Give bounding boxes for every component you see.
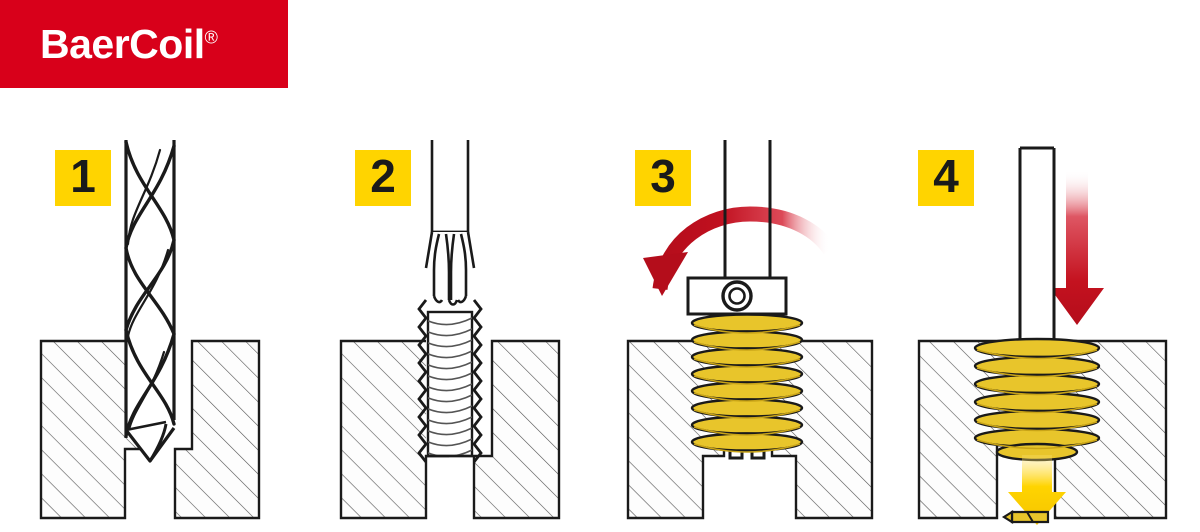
step-badge-2: 2 — [355, 150, 411, 206]
step-1-drill-hole: 1 — [0, 0, 300, 532]
step-badge-1: 1 — [55, 150, 111, 206]
material-block-right — [472, 339, 561, 520]
broken-tang-icon — [1001, 510, 1050, 524]
registered-trademark-icon: ® — [204, 26, 218, 47]
wire-thread-insert-icon — [973, 337, 1101, 462]
rotation-arrow-red — [643, 206, 837, 296]
step-badge-2-label: 2 — [370, 150, 396, 202]
down-arrow-yellow — [1008, 455, 1066, 525]
wire-thread-insert-icon — [690, 313, 804, 453]
step-3-install-insert: 3 — [600, 0, 900, 532]
brand-name: BaerCoil — [40, 20, 205, 67]
step-badge-3: 3 — [635, 150, 691, 206]
logo-banner: BaerCoil® — [0, 0, 288, 88]
step-badge-4-label: 4 — [933, 150, 959, 202]
material-block-right — [173, 339, 261, 520]
thread-tap-icon — [417, 140, 483, 463]
brand-logo: BaerCoil® — [40, 20, 218, 67]
step-4-break-off-tang: 4 — [900, 0, 1200, 532]
step-badge-1-label: 1 — [70, 150, 96, 202]
material-block-right — [770, 339, 874, 520]
step-badge-4: 4 — [918, 150, 974, 206]
step-2-cut-thread: 2 — [300, 0, 600, 532]
twist-drill-bit-icon — [124, 140, 176, 463]
step-badge-3-label: 3 — [650, 150, 676, 202]
down-arrow-red — [1050, 170, 1104, 325]
